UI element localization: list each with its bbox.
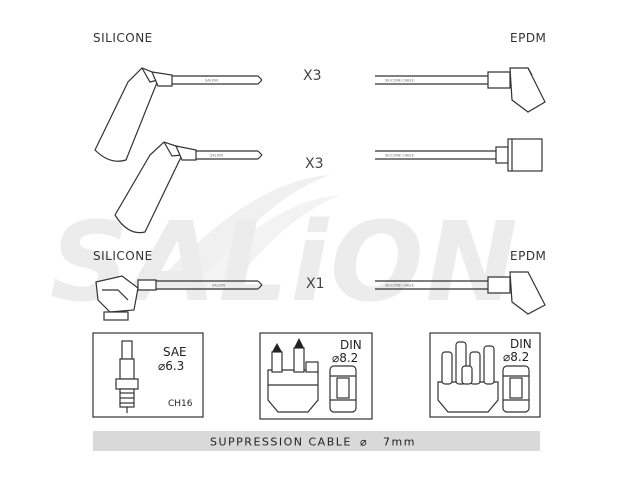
label-silicone-top: SILICONE (93, 31, 153, 45)
cable-print-2r: SILICONE CABLE (385, 154, 414, 158)
distributor-cap-posts-icon (437, 341, 499, 413)
spark-plug-icon (115, 340, 139, 413)
cable-print-2: SALION (210, 154, 223, 158)
multiplier-row-1: X3 (303, 68, 322, 84)
sae-standard: SAE (163, 345, 187, 359)
right-boot-epdm-3 (487, 271, 546, 315)
footer-symbol: ⌀ (360, 436, 368, 449)
din1-size: ⌀8.2 (332, 351, 358, 365)
cable-print-3r: SILICONE CABLE (385, 284, 414, 288)
cable-print-1: SALION (205, 79, 218, 83)
cable-print-3: SALION (212, 284, 225, 288)
label-epdm-top: EPDM (510, 31, 546, 45)
box-din-2: DIN ⌀8.2 (429, 332, 541, 418)
cable-row-1: SALION X3 SILICONE CABLE (94, 67, 546, 162)
left-boot-coil (95, 275, 157, 321)
label-silicone-mid: SILICONE (93, 249, 153, 263)
box-din-1: DIN ⌀8.2 (259, 332, 373, 420)
sae-size: ⌀6.3 (158, 359, 184, 373)
right-boot-epdm-2 (495, 138, 543, 172)
label-epdm-mid: EPDM (510, 249, 546, 263)
din2-standard: DIN (510, 337, 532, 351)
distributor-cap-icon (267, 338, 319, 413)
din1-standard: DIN (340, 338, 362, 352)
left-boot-silicone-2 (114, 141, 197, 234)
left-boot-silicone (94, 67, 173, 162)
cable-print-1r: SILICONE CABLE (385, 79, 414, 83)
cable-row-2: SALION X3 SILICONE CABLE (114, 138, 543, 234)
footer-text: SUPPRESSION CABLE (210, 436, 352, 449)
cable-row-3: SALION X1 SILICONE CABLE (95, 271, 546, 321)
din2-size: ⌀8.2 (503, 350, 529, 364)
din-connector-icon-1 (329, 365, 357, 413)
footer-size: 7mm (383, 436, 416, 449)
right-boot-epdm (487, 67, 546, 113)
suppression-cable-bar: SUPPRESSION CABLE ⌀ 7mm (93, 431, 540, 451)
box-sae: SAE ⌀6.3 CH16 (92, 332, 204, 418)
sae-code: CH16 (168, 399, 193, 409)
multiplier-row-2: X3 (305, 156, 324, 172)
din-connector-icon-2 (502, 365, 530, 413)
multiplier-row-3: X1 (306, 276, 325, 292)
